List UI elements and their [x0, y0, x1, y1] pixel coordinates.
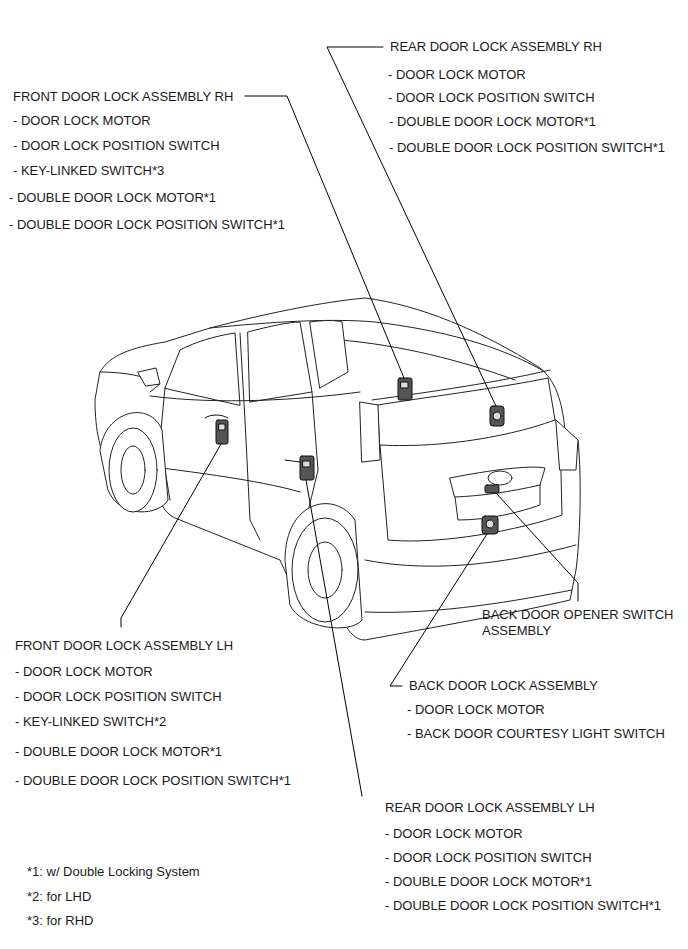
component-name: - DOUBLE DOOR LOCK POSITION SWITCH*1: [389, 140, 665, 156]
rear-bumper: [365, 545, 576, 566]
back-door-lock: [482, 516, 498, 534]
footnote: *3: for RHD: [27, 913, 93, 929]
rear-wheel: [292, 518, 358, 622]
front-door-lock-rh: [398, 378, 412, 400]
tail-light: [360, 402, 380, 462]
component-name: - DOUBLE DOOR LOCK MOTOR*1: [385, 874, 592, 890]
rear-wheel-arch: [285, 504, 362, 628]
leader-line: [390, 534, 487, 686]
spoiler: [372, 370, 550, 400]
back-glass: [378, 378, 555, 446]
component-name: - BACK DOOR COURTESY LIGHT SWITCH: [407, 726, 665, 742]
component-name: - DOUBLE DOOR LOCK MOTOR*1: [389, 114, 596, 130]
leader-line: [245, 96, 404, 378]
part-name: REAR DOOR LOCK ASSEMBLY LH: [385, 800, 595, 816]
component-name: - DOOR LOCK POSITION SWITCH: [15, 689, 222, 705]
rear-door-lock-lh: [285, 456, 314, 480]
front-door-lock-lh: [205, 415, 228, 444]
rear-door-lock-rh: [490, 406, 504, 426]
door-line: [240, 333, 260, 540]
emblem: [488, 471, 512, 485]
leader-line: [121, 444, 221, 627]
component-name: - DOUBLE DOOR LOCK POSITION SWITCH*1: [15, 773, 291, 789]
mirror: [138, 368, 160, 386]
component-name: - KEY-LINKED SWITCH*3: [13, 163, 164, 179]
component-name: - DOOR LOCK POSITION SWITCH: [13, 138, 220, 154]
component-name: - DOUBLE DOOR LOCK MOTOR*1: [9, 190, 216, 206]
leader-line: [306, 480, 362, 796]
component-name: - DOUBLE DOOR LOCK POSITION SWITCH*1: [9, 217, 285, 233]
component-name: - DOOR LOCK POSITION SWITCH: [388, 90, 595, 106]
front-window: [165, 333, 240, 405]
car-body: [95, 298, 580, 640]
component-name: - DOOR LOCK MOTOR: [407, 702, 545, 718]
belt-line: [150, 392, 360, 401]
license-plate-area: [455, 485, 540, 520]
component-name: - DOOR LOCK MOTOR: [388, 67, 526, 83]
back-door-outline: [380, 430, 562, 541]
component-name: - DOOR LOCK MOTOR: [13, 113, 151, 129]
component-name: - DOUBLE DOOR LOCK MOTOR*1: [15, 744, 222, 760]
quarter-window: [310, 321, 348, 389]
part-name: FRONT DOOR LOCK ASSEMBLY LH: [15, 638, 233, 654]
part-name: REAR DOOR LOCK ASSEMBLY RH: [390, 39, 602, 55]
component-name: - DOOR LOCK MOTOR: [385, 826, 523, 842]
leader-line: [496, 493, 578, 601]
part-name: BACK DOOR OPENER SWITCH ASSEMBLY: [482, 607, 678, 639]
component-name: - DOOR LOCK POSITION SWITCH: [385, 850, 592, 866]
tail-light: [556, 420, 578, 470]
back-door-opener-switch: [485, 485, 499, 493]
footnote: *2: for LHD: [27, 889, 91, 905]
footnote: *1: w/ Double Locking System: [27, 864, 200, 880]
component-name: - DOOR LOCK MOTOR: [15, 664, 153, 680]
part-name: FRONT DOOR LOCK ASSEMBLY RH: [13, 89, 233, 105]
rear-window-side: [248, 322, 312, 402]
component-name: - KEY-LINKED SWITCH*2: [15, 714, 166, 730]
front-wheel-arch: [100, 413, 168, 512]
part-name: BACK DOOR LOCK ASSEMBLY: [409, 678, 598, 694]
front-wheel-hub: [121, 446, 145, 494]
component-name: - DOUBLE DOOR LOCK POSITION SWITCH*1: [385, 898, 661, 914]
roof-rail: [340, 340, 515, 380]
garnish: [450, 467, 545, 497]
front-wheel: [109, 428, 157, 512]
